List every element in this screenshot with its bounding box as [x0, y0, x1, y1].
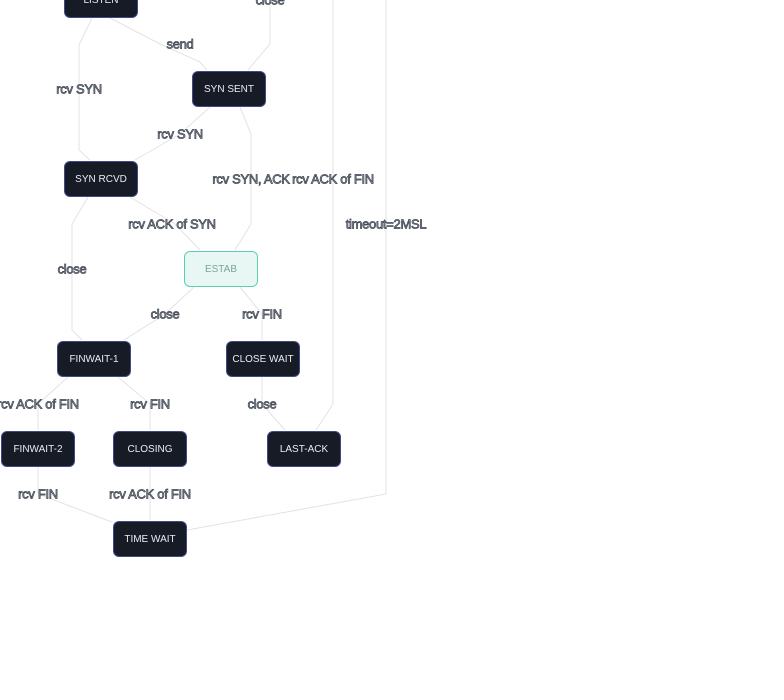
- edge-label-rcv-ack-fin-closing: rcv ACK of FIN: [109, 486, 192, 502]
- node-finwait1[interactable]: FINWAIT-1: [57, 341, 131, 377]
- edge-label-rcv-ack-fin-top: rcv ACK of FIN: [292, 171, 375, 187]
- edge-synsent-synrcvd: [134, 106, 211, 161]
- edge-listen-synrcvd: [78, 17, 93, 161]
- edge-label-rcv-fin-fw2: rcv FIN: [18, 486, 59, 502]
- node-syn-sent[interactable]: SYN SENT: [192, 71, 266, 107]
- edge-finwait1-finwait2: [37, 376, 69, 430]
- edge-label-send: send: [166, 36, 194, 52]
- edge-label-rcv-fin-estab: rcv FIN: [242, 306, 283, 322]
- edge-label-close-left: close: [57, 261, 87, 277]
- edge-label-close-top: close: [255, 0, 285, 8]
- edge-label-timeout: timeout=2MSL: [345, 216, 427, 232]
- node-estab[interactable]: ESTAB: [184, 251, 258, 287]
- edge-close-top: [247, 0, 271, 71]
- edge-label-close-cw: close: [247, 396, 277, 412]
- node-last-ack[interactable]: LAST-ACK: [267, 431, 341, 467]
- edge-synrcvd-estab: [129, 196, 201, 251]
- edge-lastack-closed: [315, 0, 334, 431]
- edge-label-rcv-fin-fw1: rcv FIN: [130, 396, 171, 412]
- node-listen[interactable]: LISTEN: [64, 0, 138, 18]
- edge-timewait-closed: [186, 0, 387, 531]
- node-closing[interactable]: CLOSING: [113, 431, 187, 467]
- edge-finwait1-closing: [117, 376, 151, 430]
- node-close-wait[interactable]: CLOSE WAIT: [226, 341, 300, 377]
- edge-label-rcv-ack-fin-left: rcv ACK of FIN: [0, 396, 80, 412]
- edge-closewait-lastack: [261, 377, 286, 431]
- edge-label-rcv-syn-ack: rcv SYN, ACK: [212, 171, 290, 187]
- edge-label-rcv-ack-syn: rcv ACK of SYN: [128, 216, 217, 232]
- edge-synsent-estab: [234, 106, 252, 251]
- node-time-wait[interactable]: TIME WAIT: [113, 521, 187, 557]
- edge-synrcvd-finwait1: [71, 196, 89, 341]
- edge-listen-synsent: [109, 17, 208, 71]
- node-syn-rcvd[interactable]: SYN RCVD: [64, 161, 138, 197]
- node-finwait2[interactable]: FINWAIT-2: [1, 431, 75, 467]
- edge-label-rcv-syn-1: rcv SYN: [56, 81, 103, 97]
- edge-label-close-mid: close: [150, 306, 180, 322]
- edge-estab-closewait: [239, 286, 263, 340]
- edge-estab-finwait1: [123, 286, 195, 341]
- edge-label-rcv-syn-2: rcv SYN: [157, 126, 204, 142]
- edge-finwait2-timewait: [37, 467, 113, 523]
